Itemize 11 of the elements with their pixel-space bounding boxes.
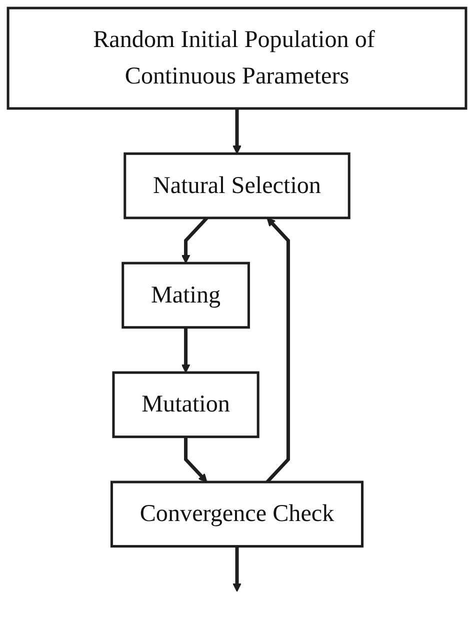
node-box: Mating [122, 262, 250, 329]
arrow [232, 108, 242, 154]
node-box: Mutation [112, 371, 260, 438]
arrow [232, 546, 242, 592]
node-box: Natural Selection [124, 152, 350, 220]
arrow [181, 327, 190, 373]
arrow [184, 436, 208, 482]
node-box: Convergence Check [110, 480, 364, 548]
node-box: Random Initial Population of Continuous Parameters [6, 6, 468, 110]
arrow [181, 216, 208, 264]
arrow [266, 218, 290, 484]
